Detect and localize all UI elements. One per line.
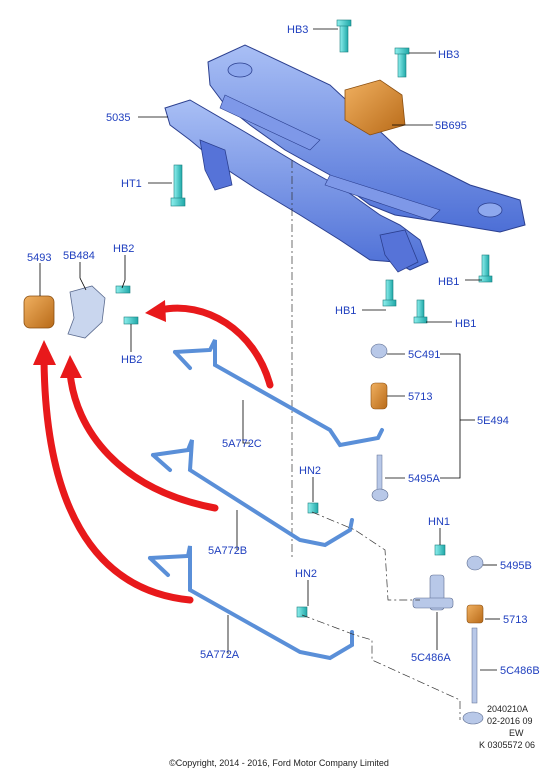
label-hb3-right: HB3 xyxy=(438,49,459,61)
label-5493: 5493 xyxy=(27,252,51,264)
label-5c491: 5C491 xyxy=(408,349,440,361)
label-hn2-top: HN2 xyxy=(299,465,321,477)
meta-line-4: K 0305572 06 xyxy=(479,740,535,750)
leader-lines xyxy=(39,28,500,671)
label-hn1: HN1 xyxy=(428,516,450,528)
link-5c486a xyxy=(412,574,454,611)
bolt-hb3-right xyxy=(394,47,410,78)
link-5495a-stack xyxy=(370,343,389,502)
label-5b484: 5B484 xyxy=(63,250,95,262)
label-hb1-bottom: HB1 xyxy=(455,318,476,330)
stabilizer-bar-5a772c xyxy=(173,339,384,448)
label-5a772a: 5A772A xyxy=(200,649,240,661)
bolt-hb2-top xyxy=(115,285,131,294)
stabilizer-bar-5a772a xyxy=(148,545,354,661)
label-hb1-left: HB1 xyxy=(335,305,356,317)
label-hb2-top: HB2 xyxy=(113,243,134,255)
nut-hn2-bottom xyxy=(296,606,308,618)
bolt-hb1-left xyxy=(382,279,397,307)
label-5c486b: 5C486B xyxy=(500,665,540,677)
meta-line-3: EW xyxy=(509,728,524,738)
meta-line-2: 02-2016 09 xyxy=(487,716,533,726)
label-5713-top: 5713 xyxy=(408,391,432,403)
label-hn2-bottom: HN2 xyxy=(295,568,317,580)
label-hb1-right: HB1 xyxy=(438,276,459,288)
subframe xyxy=(164,44,526,273)
label-hb2-bottom: HB2 xyxy=(121,354,142,366)
label-5a772c: 5A772C xyxy=(222,438,262,450)
label-5c486a: 5C486A xyxy=(411,652,451,664)
bolt-hb1-bottom xyxy=(413,299,428,324)
label-5b695: 5B695 xyxy=(435,120,467,132)
red-arrows xyxy=(40,304,274,604)
label-5035: 5035 xyxy=(106,112,130,124)
bolt-hb3-top xyxy=(336,19,352,53)
bolt-ht1 xyxy=(170,164,186,207)
label-ht1: HT1 xyxy=(121,178,142,190)
label-5a772b: 5A772B xyxy=(208,545,247,557)
clamp-5b484 xyxy=(67,285,106,339)
meta-line-1: 2040210A xyxy=(487,704,528,714)
bolt-hb2-bottom xyxy=(123,316,139,325)
label-5e494: 5E494 xyxy=(477,415,509,427)
nut-hn2-top xyxy=(307,502,319,514)
nut-hn1 xyxy=(434,544,446,556)
stabilizer-bar-5a772b xyxy=(151,439,354,548)
bushing-5493 xyxy=(23,295,55,329)
label-5495a: 5495A xyxy=(408,473,440,485)
bolt-hb1-right xyxy=(478,254,493,283)
red-arrow-heads xyxy=(33,300,166,378)
alignment-lines xyxy=(301,511,461,720)
label-5495b: 5495B xyxy=(500,560,532,572)
label-5713-bottom: 5713 xyxy=(503,614,527,626)
copyright: ©Copyright, 2014 - 2016, Ford Motor Comp… xyxy=(169,758,389,768)
link-5c486b xyxy=(462,555,484,725)
label-hb3-top: HB3 xyxy=(287,24,308,36)
